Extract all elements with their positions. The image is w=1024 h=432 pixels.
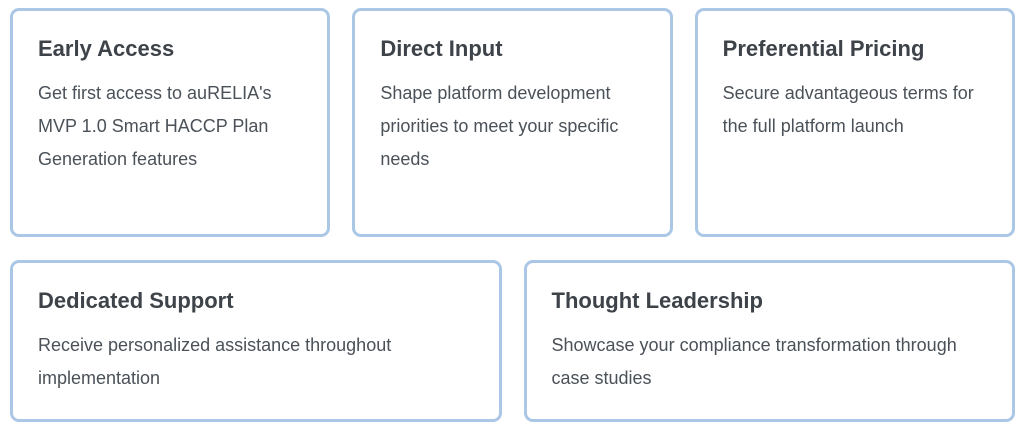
card-thought-leadership: Thought Leadership Showcase your complia…: [523, 260, 1015, 422]
card-early-access: Early Access Get first access to auRELIA…: [10, 8, 331, 237]
card-dedicated-support: Dedicated Support Receive personalized a…: [10, 260, 502, 422]
card-title: Preferential Pricing: [722, 36, 925, 61]
card-description: Shape platform development priorities to…: [380, 82, 619, 169]
card-title: Direct Input: [380, 36, 503, 61]
card-title: Dedicated Support: [38, 288, 234, 313]
card-title: Thought Leadership: [551, 288, 763, 313]
card-description: Showcase your compliance transformation …: [551, 334, 957, 388]
card-preferential-pricing: Preferential Pricing Secure advantageous…: [694, 8, 1015, 237]
card-direct-input: Direct Input Shape platform development …: [352, 8, 673, 237]
card-description: Secure advantageous terms for the full p…: [722, 82, 974, 136]
card-title: Early Access: [38, 36, 175, 61]
card-description: Get first access to auRELIA's MVP 1.0 Sm…: [38, 82, 272, 169]
benefits-row-bottom: Dedicated Support Receive personalized a…: [10, 260, 1015, 422]
card-description: Receive personalized assistance througho…: [38, 334, 392, 388]
benefits-row-top: Early Access Get first access to auRELIA…: [10, 8, 1015, 237]
